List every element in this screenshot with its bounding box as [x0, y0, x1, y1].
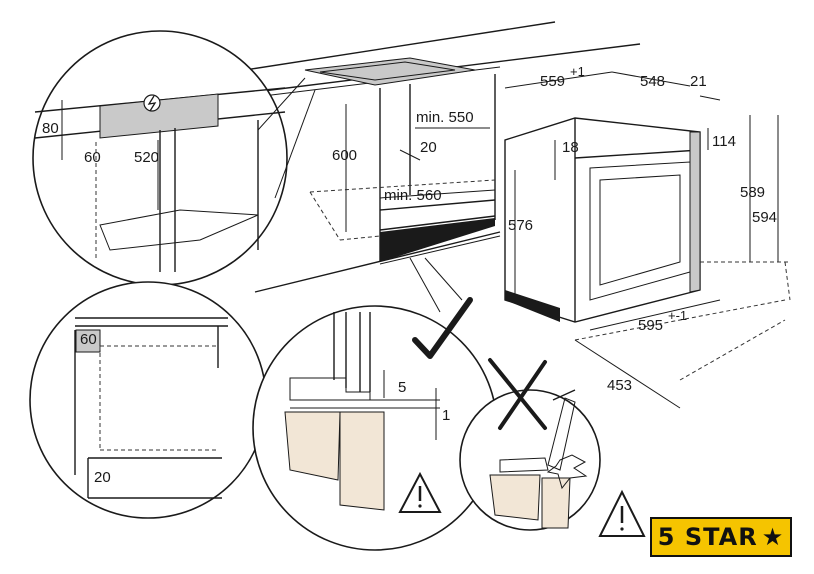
detail-circle-wrong — [459, 389, 601, 531]
dim-oven-height-inner: 589 — [740, 184, 765, 201]
lightning-icon — [143, 94, 161, 112]
dim-niche-height: 600 — [332, 147, 357, 164]
dim-niche-min-depth: min. 550 — [416, 109, 474, 126]
dim-oven-width-top: 559 — [540, 73, 565, 90]
rating-badge: 5 STAR ★ — [650, 517, 792, 557]
checkmark-icon — [412, 297, 473, 359]
detail-circle-side — [29, 281, 267, 519]
dim-gap-1: 1 — [442, 407, 450, 424]
dim-oven-width-bottom-tol: +-1 — [668, 308, 687, 323]
detail-circle-correct — [252, 257, 498, 551]
dim-niche-min-width: min. 560 — [384, 187, 442, 204]
dim-outlet-height: 80 — [42, 120, 59, 137]
detail-circle-outlet — [32, 30, 316, 286]
dim-gap-5: 5 — [398, 379, 406, 396]
dim-oven-height-outer: 594 — [752, 209, 777, 226]
dim-front-height: 576 — [508, 217, 533, 234]
oven — [504, 71, 791, 409]
warning-triangle-icon — [398, 471, 442, 513]
cross-icon — [488, 358, 547, 430]
dim-oven-width-bottom: 595 — [638, 317, 663, 334]
rating-badge-label: 5 STAR — [657, 523, 758, 551]
dim-floor-gap: 20 — [94, 469, 111, 486]
dim-panel-offset: 114 — [712, 133, 736, 150]
dim-oven-width-top-tol: +1 — [570, 64, 585, 79]
dim-door-depth: 21 — [690, 73, 707, 90]
dim-outlet-depth: 60 — [84, 149, 101, 166]
cabinet-outline — [244, 21, 641, 293]
dim-niche-gap-front: 20 — [420, 139, 437, 156]
dim-side-gap: 18 — [562, 139, 579, 156]
warning-triangle-icon — [598, 489, 646, 537]
dim-oven-depth-bottom: 453 — [607, 377, 632, 394]
dim-back-gap: 60 — [80, 331, 97, 348]
dim-niche-height-left: 520 — [134, 149, 159, 166]
dim-oven-depth-top: 548 — [640, 73, 665, 90]
star-icon: ★ — [761, 523, 785, 551]
